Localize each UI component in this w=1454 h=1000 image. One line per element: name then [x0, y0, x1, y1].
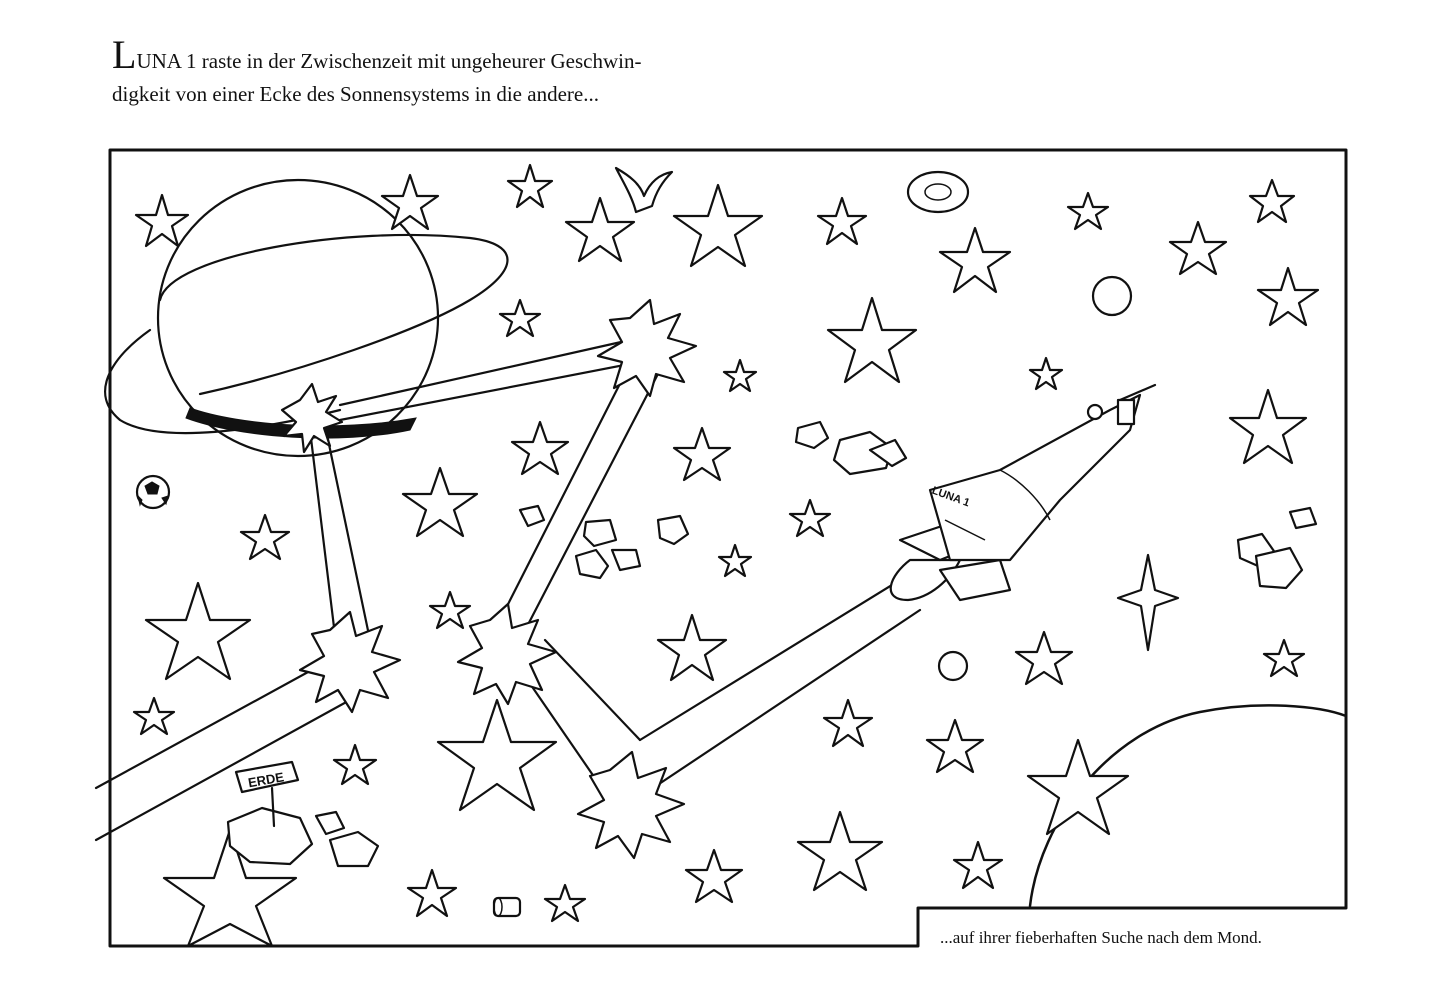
- asteroid-icon: [314, 810, 346, 836]
- star-icon: [543, 883, 587, 923]
- asteroid-icon: [610, 548, 642, 572]
- star-icon: [822, 698, 874, 748]
- caption-line-2: digkeit von einer Ecke des Sonnensystems…: [112, 82, 599, 106]
- star-icon: [401, 466, 479, 538]
- asteroids: [226, 420, 1318, 868]
- star-icon: [925, 718, 985, 774]
- star-icon: [506, 163, 554, 209]
- star-icon: [510, 420, 570, 476]
- star-icon: [380, 173, 440, 231]
- impact-bursts: [280, 298, 698, 860]
- star-icon: [239, 513, 291, 561]
- star-icon: [332, 743, 378, 786]
- soccer-ball-icon: [135, 474, 171, 510]
- star-icon: [1014, 630, 1074, 686]
- star-icon: [684, 848, 744, 904]
- star-icon: [436, 698, 558, 812]
- asteroid-icon: [328, 830, 380, 868]
- rocket-icon: LUNA 1: [889, 383, 1157, 602]
- star-icon: [1256, 266, 1320, 327]
- asteroid-icon: [794, 420, 830, 450]
- star-icon: [722, 358, 758, 393]
- star-icon: [1248, 178, 1296, 224]
- star-icon: [498, 298, 542, 338]
- star-icon: [717, 543, 753, 578]
- star-icon: [132, 696, 176, 736]
- star-icon: [564, 196, 636, 263]
- star-icon: [656, 613, 728, 682]
- erde-sign: ERDE: [234, 760, 300, 828]
- asteroid-icon: [518, 504, 546, 528]
- title-caps: UNA: [136, 49, 181, 73]
- asteroid-icon: [574, 548, 610, 580]
- star-icon: [672, 426, 732, 482]
- asteroid-icon: [226, 806, 314, 866]
- tin-can-icon: [492, 896, 522, 918]
- stars: [132, 163, 1320, 948]
- star-icon: [788, 498, 832, 538]
- erde-sign-label: ERDE: [247, 769, 285, 790]
- star-icon: [672, 183, 764, 268]
- star-icon: [938, 226, 1012, 294]
- tire-icon: [906, 170, 970, 214]
- asteroid-icon: [832, 430, 894, 476]
- drop-cap: L: [112, 32, 137, 77]
- star-icon: [796, 810, 884, 892]
- ringed-planet-icon: [104, 178, 509, 458]
- small-planet-icon: [937, 650, 969, 682]
- asteroid-icon: [1288, 506, 1318, 530]
- star-icon: [1228, 388, 1308, 465]
- banana-peel-icon: [614, 166, 674, 214]
- star-icon: [1026, 738, 1130, 836]
- star-icon: [826, 296, 918, 384]
- star-icon: [1168, 220, 1228, 276]
- star-icon: [952, 840, 1004, 890]
- star-icon: [1066, 191, 1110, 231]
- star-icon: [1262, 638, 1306, 678]
- asteroid-icon: [656, 514, 690, 546]
- asteroid-icon: [582, 518, 618, 548]
- small-planet-icon: [1091, 275, 1133, 317]
- star-icon: [816, 196, 868, 246]
- asteroid-icon: [1254, 546, 1304, 590]
- star-icon: [162, 828, 298, 948]
- end-caption: ...auf ihrer fieberhaften Suche nach dem…: [940, 928, 1262, 947]
- panel-frame: [108, 148, 1348, 948]
- star-icon: [144, 581, 252, 681]
- asteroid-icon: [868, 438, 908, 468]
- star-icon: [134, 193, 190, 248]
- caption-line-1: 1 raste in der Zwischenzeit mit ungeheur…: [180, 49, 642, 73]
- star-icon: [428, 590, 472, 630]
- moon-icon: [1028, 704, 1348, 908]
- story-caption: LUNA 1 raste in der Zwischenzeit mit ung…: [112, 35, 772, 111]
- star-icon: [1028, 356, 1064, 391]
- sparkle-star-icon: [1116, 553, 1180, 652]
- star-icon: [406, 868, 458, 918]
